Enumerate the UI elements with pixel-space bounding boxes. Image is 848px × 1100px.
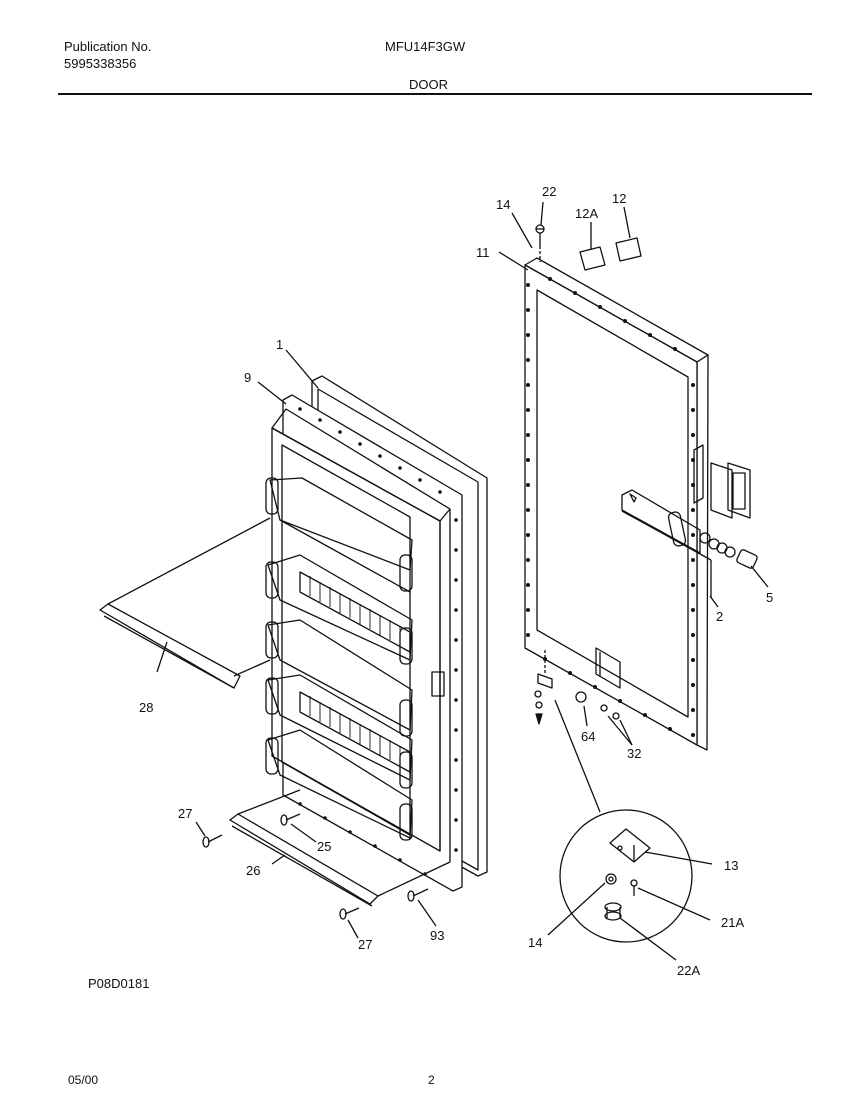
bottom-rail — [229, 789, 451, 907]
callout-9: 9 — [244, 370, 251, 385]
callout-14-detail: 14 — [528, 935, 542, 950]
callout-labels: 1 9 28 27 25 26 27 93 14 22 12A 12 11 5 … — [139, 184, 773, 978]
callout-22a: 22A — [677, 963, 700, 978]
callout-12: 12 — [612, 191, 626, 206]
publication-number: 5995338356 — [64, 56, 137, 71]
screws — [195, 813, 437, 939]
callout-27-lower: 27 — [358, 937, 372, 952]
outer-door-panel — [524, 257, 709, 751]
callout-12a: 12A — [575, 206, 598, 221]
shelf-rail — [99, 517, 271, 689]
callout-22: 22 — [542, 184, 556, 199]
callout-93: 93 — [430, 928, 444, 943]
callout-27-upper: 27 — [178, 806, 192, 821]
publication-label: Publication No. — [64, 39, 152, 54]
callout-11: 11 — [476, 245, 490, 260]
bottom-hinge-parts — [534, 650, 633, 813]
callout-1: 1 — [276, 337, 283, 352]
callout-25: 25 — [317, 839, 331, 854]
callout-21a: 21A — [721, 915, 744, 930]
callout-2: 2 — [716, 609, 723, 624]
section-title: DOOR — [409, 77, 448, 92]
handle-assembly — [621, 462, 769, 608]
figure-code: P08D0181 — [88, 976, 150, 991]
hinge-detail-circle — [547, 809, 713, 961]
top-screw — [498, 201, 545, 271]
header-rule — [58, 93, 812, 95]
callout-14-top: 14 — [496, 197, 510, 212]
label-decals — [579, 206, 642, 271]
callout-32: 32 — [627, 746, 641, 761]
page-number: 2 — [428, 1073, 435, 1087]
callout-13: 13 — [724, 858, 738, 873]
callout-64: 64 — [581, 729, 595, 744]
footer-date: 05/00 — [68, 1073, 99, 1087]
inner-door-liner — [265, 375, 488, 892]
callout-5: 5 — [766, 590, 773, 605]
model-number: MFU14F3GW — [385, 39, 466, 54]
callout-26: 26 — [246, 863, 260, 878]
callout-28: 28 — [139, 700, 153, 715]
